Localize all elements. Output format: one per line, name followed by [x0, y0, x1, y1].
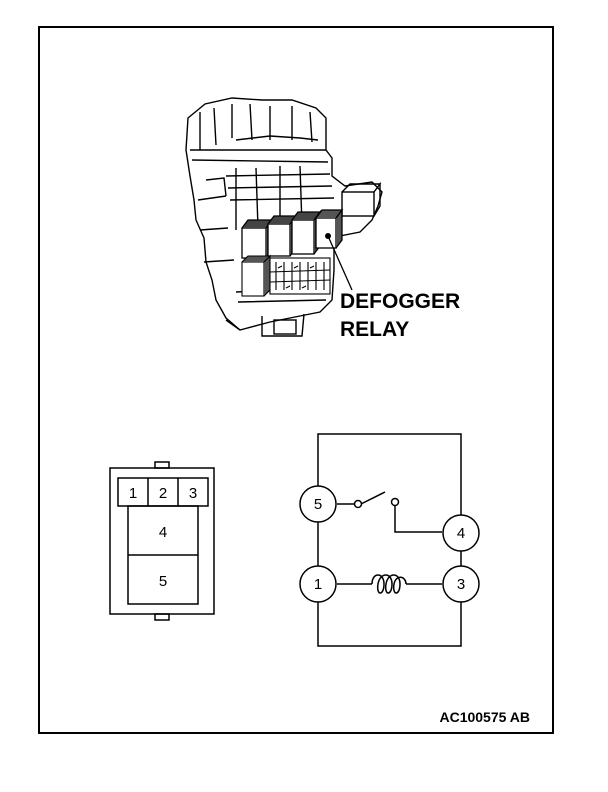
connector-pin-5: 5	[159, 573, 167, 590]
connector-pin-2: 2	[159, 485, 167, 502]
figure-code: AC100575 AB	[439, 709, 530, 725]
terminal-1-circle	[299, 565, 337, 603]
terminal-4-circle	[442, 514, 480, 552]
relay-connector-face	[109, 461, 215, 621]
terminal-5-circle	[299, 485, 337, 523]
callout-leader	[325, 233, 353, 291]
switch-arm	[360, 491, 386, 505]
figure-frame	[38, 26, 554, 734]
terminal-1-label: 1	[314, 576, 322, 593]
connector-pin-4: 4	[159, 524, 167, 541]
schematic-top-wire	[317, 433, 462, 516]
fuse-block	[241, 254, 331, 297]
terminal-4-label: 4	[457, 525, 465, 542]
connector-pin-3: 3	[189, 485, 197, 502]
callout-label-line2: RELAY	[340, 318, 409, 341]
terminal-3-circle	[442, 565, 480, 603]
coil-symbol	[371, 574, 407, 594]
connector-pin-labels: 1 2 3 4 5	[129, 485, 197, 590]
schematic-terminal-labels: 5 4 1 3	[314, 496, 465, 593]
relay-row-upper	[241, 208, 344, 259]
connector-pin-1: 1	[129, 485, 137, 502]
terminal-3-label: 3	[457, 576, 465, 593]
callout-label-line1: DEFOGGER	[340, 290, 460, 313]
relay-schematic	[299, 433, 480, 647]
schematic-bottom-wire	[317, 602, 462, 647]
defogger-relay-body	[315, 217, 337, 249]
terminal-5-label: 5	[314, 496, 322, 513]
